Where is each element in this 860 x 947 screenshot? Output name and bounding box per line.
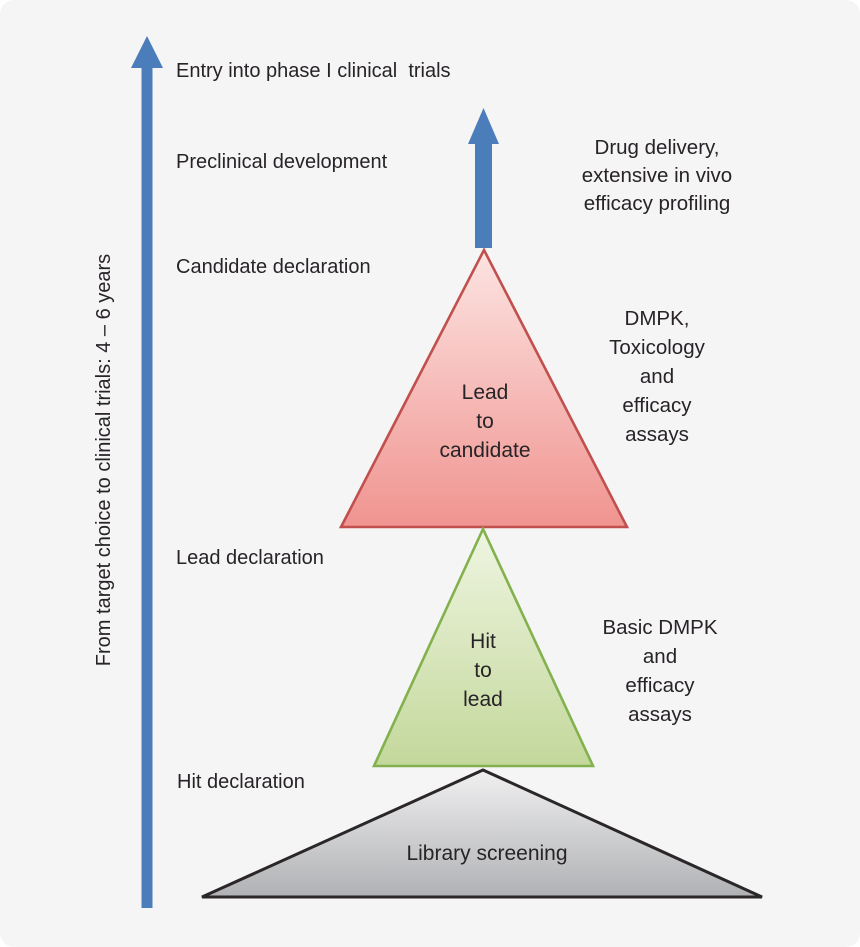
hit-to-lead-triangle xyxy=(371,525,596,768)
annotation-dmpk-toxicology: DMPK, Toxicology and efficacy assays xyxy=(609,307,705,446)
timeline-arrowhead-icon xyxy=(131,36,163,68)
preclinical-arrow-shaft xyxy=(475,140,492,248)
timeline-arrow-shaft xyxy=(141,58,153,908)
timeline-up-arrow-icon xyxy=(131,36,163,908)
annotation-basic-dmpk: Basic DMPK and efficacy assays xyxy=(602,616,718,726)
library-screening-triangle xyxy=(201,768,763,899)
milestone-lead-declaration: Lead declaration xyxy=(176,547,324,569)
milestone-entry-phase1: Entry into phase I clinical trials xyxy=(176,60,451,82)
lead-to-candidate-triangle xyxy=(338,247,630,529)
milestone-hit-declaration: Hit declaration xyxy=(177,771,305,793)
annotation-drug-delivery: Drug delivery, extensive in vivo efficac… xyxy=(581,136,733,215)
milestone-preclinical-development: Preclinical development xyxy=(176,151,388,173)
preclinical-arrowhead-icon xyxy=(468,108,499,144)
hit-to-lead-label: Hit to lead xyxy=(463,630,503,711)
milestone-candidate-declaration: Candidate declaration xyxy=(176,256,371,278)
library-screening-label: Library screening xyxy=(406,842,568,865)
lead-to-candidate-label: Lead to candidate xyxy=(439,381,531,462)
timeline-axis-label: From target choice to clinical trials: 4… xyxy=(93,253,115,667)
preclinical-up-arrow-icon xyxy=(468,108,499,248)
